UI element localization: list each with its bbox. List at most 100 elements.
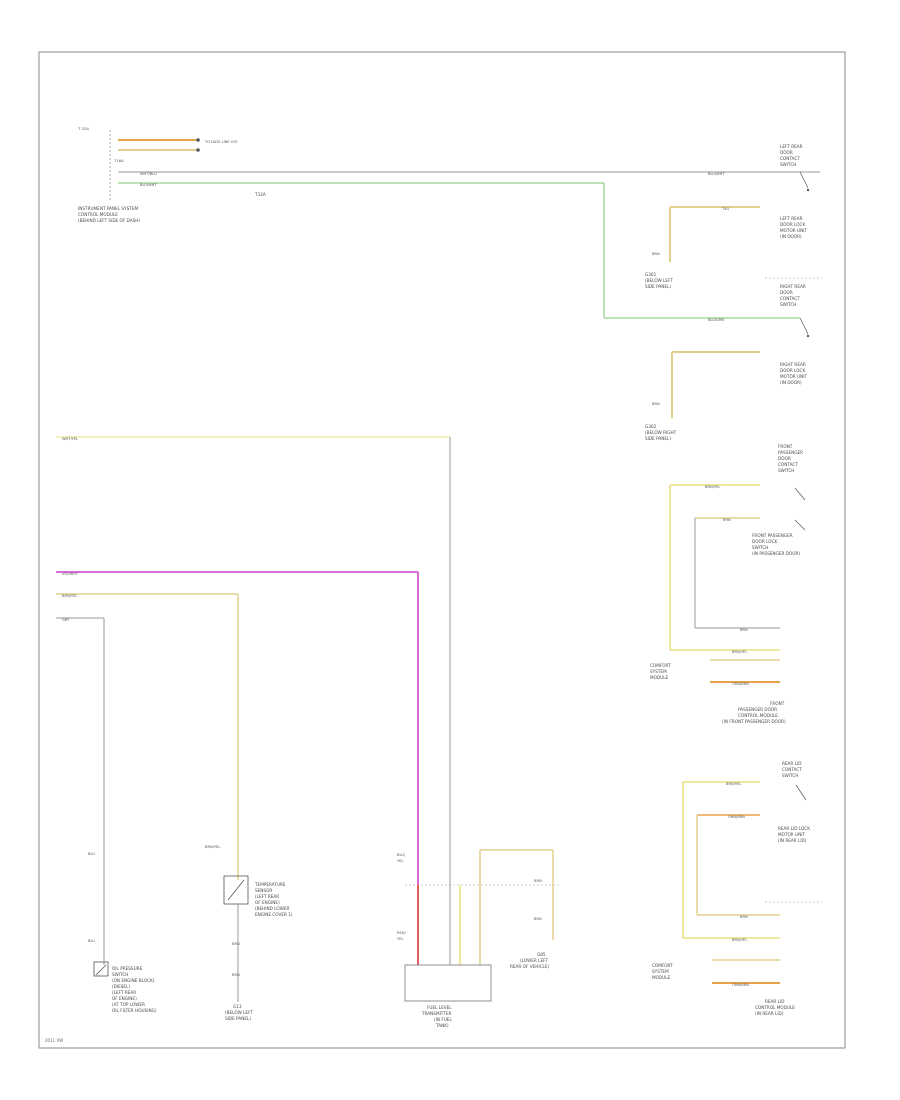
rear-module-line-2: SYSTEM <box>652 969 669 974</box>
rear-ref-line-3: (IN REAR LID) <box>755 1011 784 1016</box>
rear-ref-line-1: REAR LID <box>765 999 784 1004</box>
top-module-mark: T 32A <box>77 126 89 131</box>
fuel-gnd-line-1: G85 <box>537 952 546 957</box>
pass-switch-line-4: CONTACT <box>778 462 798 467</box>
pass-wire-3: BRN/YEL <box>732 650 747 654</box>
rf-lock-line-1: RIGHT REAR <box>780 362 806 367</box>
temp-pin-2: BRN <box>232 973 240 977</box>
oil-line-4: (DIESEL) <box>112 984 130 989</box>
temp-line-5: (BEHIND LOWER <box>255 906 289 911</box>
temp-line-6: ENGINE COVER 1) <box>255 912 293 917</box>
rear-pin-brn: BRN <box>740 915 748 919</box>
rf-lock-line-3: MOTOR UNIT <box>780 374 807 379</box>
fuel-pin-2: BRN <box>534 917 542 921</box>
oil-line-3: (ON ENGINE BLOCK) <box>112 978 155 983</box>
oil-switch-group: BLU BLU OIL PRESSURE SWITCH (ON ENGINE B… <box>88 852 157 1013</box>
rf-switch-wire: BLU/GRN <box>708 318 724 322</box>
pass-switch-line-3: DOOR <box>778 456 791 461</box>
oil-line-6: OF ENGINE) <box>112 996 137 1001</box>
rf-lock-line-4: (IN DOOR) <box>780 380 802 385</box>
pass-pin-brn: BRN <box>740 628 748 632</box>
pass-module-line-1: COMFORT <box>650 663 671 668</box>
rear-lock-line-2: MOTOR UNIT <box>778 832 805 837</box>
lf-switch-line-4: SWITCH <box>780 162 796 167</box>
lf-switch-line-2: DOOR <box>780 150 793 155</box>
oil-wire-2: BLU <box>88 939 95 943</box>
rf-switch-line-2: DOOR <box>780 290 793 295</box>
rf-gnd-pin: BRN <box>652 402 660 406</box>
rear-wire-4: ORN/BRN <box>732 983 749 987</box>
oil-line-5: (LEFT REAR <box>112 990 136 995</box>
left-wires: WHT/YEL VIO/WHT BRN/YEL GRY <box>56 436 451 965</box>
pass-switch-line-1: FRONT <box>778 444 793 449</box>
lf-lock-line-2: DOOR LOCK <box>780 222 805 227</box>
left-wire-top: WHT/YEL <box>62 437 78 441</box>
fuel-gnd-line-3: REAR OF VEHICLE) <box>510 964 549 969</box>
rear-switch-line-1: REAR LID <box>782 761 801 766</box>
top-wire-1: WHT/BLU <box>140 172 157 176</box>
fuel-bottom-line-1: FUEL LEVEL <box>427 1005 452 1010</box>
lf-gnd-line-2: (BELOW LEFT <box>645 278 673 283</box>
fuel-wire-3: RED/ <box>397 931 407 935</box>
temp-wire: BRN/YEL <box>205 845 220 849</box>
lf-lock-line-1: LEFT REAR <box>780 216 803 221</box>
rf-switch-line-4: SWITCH <box>780 302 796 307</box>
rear-switch-line-2: CONTACT <box>782 767 802 772</box>
oil-line-2: SWITCH <box>112 972 128 977</box>
temp-line-4: OF ENGINE) <box>255 900 280 905</box>
fuel-pin-1: BRN <box>534 879 542 883</box>
fuel-wire-4: YEL <box>397 937 403 941</box>
top-module: T 32A TO DATA LINE SYS T16A WHT/BLU BLU/… <box>77 126 820 319</box>
oil-line-8: OIL FILTER HOUSING) <box>112 1008 157 1013</box>
pass-wire-4: ORN/BRN <box>732 682 749 686</box>
pass-wire-1: BRN/YEL <box>705 485 720 489</box>
pass-lock-line-1: FRONT PASSENGER <box>752 533 793 538</box>
rear-module-line-3: MODULE <box>652 975 671 980</box>
rear-ref-line-2: CONTROL MODULE <box>755 1005 795 1010</box>
rear-lock-line-1: REAR LID LOCK <box>778 826 810 831</box>
fuel-bottom-line-3: (IN FUEL <box>434 1017 452 1022</box>
temp-sensor-group: BRN/YEL TEMPERATURE SENSOR (LEFT REAR OF… <box>205 845 293 1021</box>
pass-lock-line-4: (IN PASSENGER DOOR) <box>752 551 800 556</box>
lf-gnd-pin: BRN <box>652 252 660 256</box>
pass-ref-line-4: (IN FRONT PASSENGER DOOR) <box>722 719 786 724</box>
pass-switch-line-2: PASSENGER <box>778 450 803 455</box>
left-wire-tan: BRN/YEL <box>62 594 77 598</box>
fuel-wire-1: BLU/ <box>397 853 406 857</box>
pass-ref-line-3: CONTROL MODULE <box>738 713 778 718</box>
fuel-gnd-line-2: (LOWER LEFT <box>520 958 548 963</box>
temp-line-1: TEMPERATURE <box>254 882 286 887</box>
pass-lock-line-3: SWITCH <box>752 545 768 550</box>
lf-gnd-line-3: SIDE PANEL) <box>645 284 671 289</box>
fuel-sender-group: BLU/ YEL RED/ YEL BRN BRN G85 (LOWER LEF… <box>397 849 560 1028</box>
rear-wire-2: ORN/BRN <box>728 815 745 819</box>
top-module-line-1: INSTRUMENT PANEL SYSTEM <box>78 206 138 211</box>
rf-switch-line-3: CONTACT <box>780 296 800 301</box>
pass-lock-line-2: DOOR LOCK <box>752 539 777 544</box>
fuel-bottom-line-2: TRANSMITTER <box>421 1011 451 1016</box>
pass-module-line-3: MODULE <box>650 675 669 680</box>
ref-label: TO DATA LINE SYS <box>204 140 238 144</box>
lf-gnd-line-1: G301 <box>645 272 657 277</box>
pass-switch-line-5: SWITCH <box>778 468 794 473</box>
temp-gnd-line-3: SIDE PANEL) <box>225 1016 251 1021</box>
rear-wire-3: BRN/YEL <box>732 938 747 942</box>
fuel-bottom-line-4: TANK) <box>435 1023 449 1028</box>
rear-wire-1: BRN/YEL <box>726 782 741 786</box>
fuel-wire-2: YEL <box>397 859 403 863</box>
diagram-border <box>38 51 846 1049</box>
lf-switch-pin: T4G <box>721 207 729 211</box>
rf-gnd-line-1: G302 <box>645 424 657 429</box>
pass-ref-line-1: FRONT <box>770 701 785 706</box>
pass-wire-2: BRN <box>723 518 731 522</box>
lf-lock-line-3: MOTOR UNIT <box>780 228 807 233</box>
lf-switch-group: LEFT REAR DOOR CONTACT SWITCH BLU/WHT T4… <box>645 144 822 289</box>
top-wire-2: BLU/WHT <box>140 183 157 187</box>
footer-label: 2011 VW <box>45 1038 63 1043</box>
rear-module-line-1: COMFORT <box>652 963 673 968</box>
top-module-bottom-label: T16A <box>113 158 124 163</box>
rf-gnd-line-3: SIDE PANEL) <box>645 436 671 441</box>
oil-line-1: OIL PRESSURE <box>112 966 143 971</box>
lf-switch-wire: BLU/WHT <box>708 172 725 176</box>
